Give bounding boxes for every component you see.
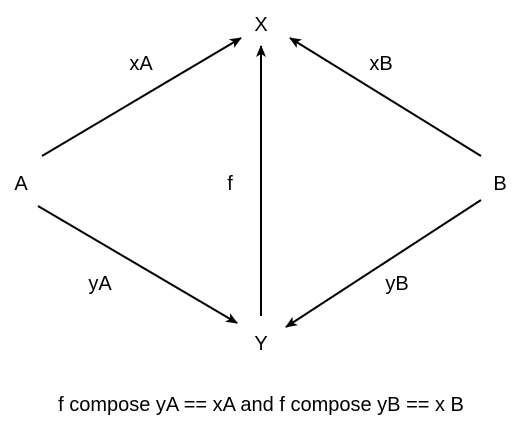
edge-yA	[37, 205, 238, 324]
edge-label-xB: xB	[369, 53, 392, 75]
edge-xA	[41, 37, 242, 157]
diagram-caption: f compose yA == xA and f compose yB == x…	[58, 394, 464, 416]
node-a: A	[14, 173, 28, 195]
edge-label-xA: xA	[129, 53, 153, 75]
edge-label-yB: yB	[385, 273, 408, 295]
edge-yB	[285, 199, 482, 328]
edge-label-yA: yA	[88, 273, 112, 295]
node-y: Y	[254, 333, 267, 355]
node-x: X	[254, 14, 267, 36]
edge-xB	[289, 37, 482, 157]
edge-label-f: f	[227, 173, 233, 195]
node-b: B	[493, 173, 506, 195]
